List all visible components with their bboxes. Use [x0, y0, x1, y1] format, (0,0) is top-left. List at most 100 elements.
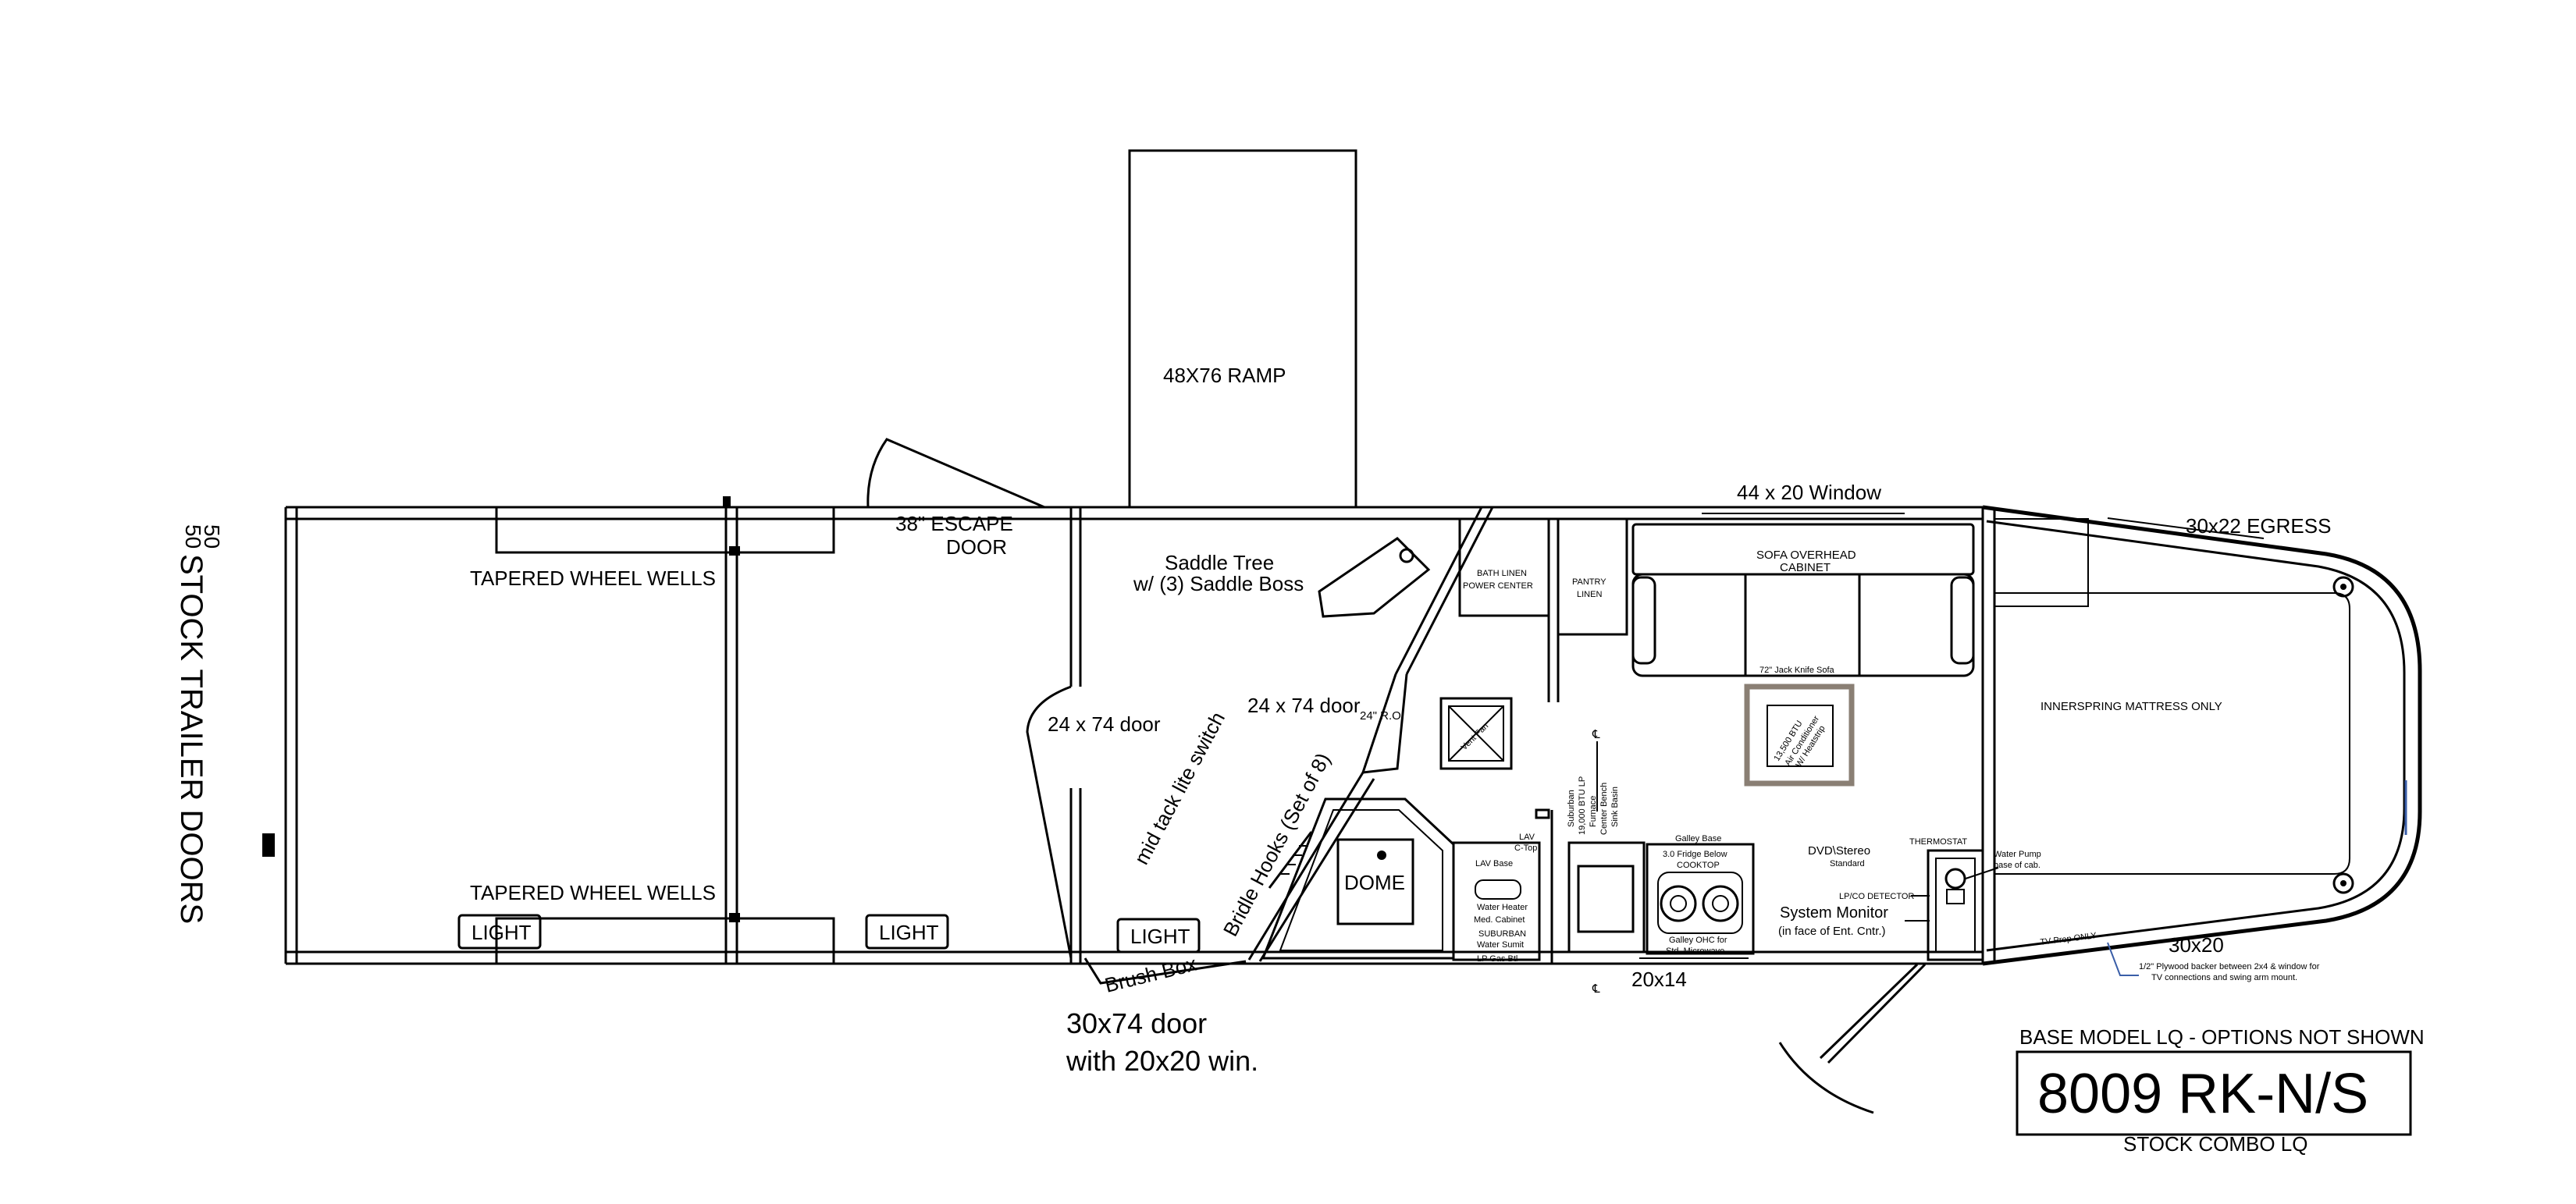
system-monitor-label: System Monitor	[1780, 904, 1888, 922]
sofa-label: 72" Jack Knife Sofa	[1759, 666, 1835, 675]
lav-ctop-label-2: C-Top	[1514, 844, 1537, 853]
escape-door-label-2: DOOR	[946, 535, 1007, 559]
bridle-hooks-label: Bridle Hooks (Set of 8)	[1219, 749, 1335, 940]
door-24x74-label-a: 24 x 74 door	[1048, 712, 1161, 736]
window-44x20-label: 44 x 20 Window	[1737, 481, 1881, 504]
light-fixture-1	[457, 914, 542, 950]
door-30x74-label-2: with 20x20 win.	[1066, 1045, 1258, 1077]
thermostat-label: THERMOSTAT	[1909, 837, 1967, 847]
escape-door-label-1: 38" ESCAPE	[895, 512, 1013, 535]
wheel-well-top	[495, 506, 835, 554]
egress-label: 30x22 EGRESS	[2186, 514, 2331, 538]
model-number-box	[2016, 1050, 2412, 1136]
ro-24-door	[1361, 673, 1408, 774]
tack-area: 24 x 74 door Saddle Tree w/ (3) Saddle B…	[1048, 506, 1494, 1077]
tv-prep-label: TV Prep ONLY	[2040, 931, 2097, 947]
mattress-label: INNERSPRING MATTRESS ONLY	[2041, 700, 2222, 713]
cooktop-burners-icon	[1657, 872, 1743, 934]
ramp: 48X76 RAMP	[1128, 149, 1357, 509]
furnace-label-2: 19,000 BTU LP	[1578, 776, 1587, 835]
rear-doors-split-b: 50	[181, 524, 205, 549]
entertainment-center	[1927, 849, 1984, 961]
rear-doors-split: 50	[200, 524, 224, 549]
model-number: 8009 RK-N/S	[2037, 1063, 2368, 1125]
bath-linen-label-2: POWER CENTER	[1463, 581, 1533, 591]
fridge-label: 3.0 Fridge Below	[1663, 850, 1727, 859]
plywood-note-2: TV connections and swing arm mount.	[2151, 973, 2297, 982]
dvd-stereo-label: DVD\Stereo	[1808, 844, 1870, 858]
entry-door	[1819, 963, 1919, 1060]
mattress	[1994, 592, 2350, 875]
lav-ctop-label-1: LAV	[1519, 833, 1535, 842]
galley-base-label: Galley Base	[1675, 834, 1721, 844]
bed-corner-post-top	[2332, 576, 2354, 598]
stock-combo-label: STOCK COMBO LQ	[2123, 1132, 2307, 1156]
plywood-note-1: 1/2" Plywood backer between 2x4 & window…	[2139, 962, 2320, 971]
saddle-tree-label-1: Saddle Tree	[1165, 551, 1274, 574]
vent-fan-icon: Vent Fan	[1439, 697, 1513, 770]
bathroom: DOME LAV Base Water Heater Med. Cabinet …	[1261, 797, 1553, 964]
dome-label: DOME	[1344, 871, 1405, 894]
dvd-stereo-sub-label: Standard	[1830, 859, 1865, 868]
tack-light-fixture	[1116, 918, 1201, 954]
sink-cabinet	[1567, 841, 1646, 954]
suburban-label-2: Water Sumit	[1477, 940, 1524, 950]
cooktop-label: COOKTOP	[1677, 861, 1720, 870]
air-conditioner-icon: 13,500 BTU Air Conditioner W/ Heatstrip	[1744, 684, 1855, 787]
galley-ohc-label-1: Galley OHC for	[1669, 936, 1727, 945]
bath-linen-cabinet	[1458, 517, 1550, 617]
galley-cabinet	[1646, 843, 1755, 955]
window-30x20-label: 30x20	[2169, 933, 2224, 957]
tack-light-label: LIGHT	[1130, 925, 1190, 948]
lav-base-label: LAV Base	[1475, 859, 1513, 868]
door-latch-icon	[262, 833, 275, 857]
living-area: BATH LINEN POWER CENTER PANTRY LINEN 44 …	[1439, 481, 2407, 1114]
saddle-tree-icon	[1318, 537, 1431, 618]
ro-24-label: 24" R.O.	[1360, 709, 1404, 723]
water-pump-icon	[1944, 867, 1999, 904]
med-cabinet-label: Med. Cabinet	[1474, 915, 1525, 925]
centerline-marker-bottom: ℄	[1592, 982, 1600, 996]
sink-label-1: Center Bench	[1599, 783, 1609, 835]
water-heater-label: Water Heater	[1477, 903, 1528, 912]
door-24x74-label-b: 24 x 74 door	[1247, 694, 1361, 717]
sink-label-2: Sink Basin	[1610, 787, 1620, 827]
lp-gas-label: LP Gas Btl	[1477, 954, 1517, 964]
rear-doors-label: STOCK TRAILER DOORS	[174, 554, 208, 924]
rear-doors: STOCK TRAILER DOORS 50 50	[174, 524, 275, 924]
door-24x74-swing-a	[1026, 685, 1073, 959]
light-2-label: LIGHT	[879, 921, 939, 944]
bath-linen-label-1: BATH LINEN	[1477, 569, 1527, 578]
wheel-wells-top-label: TAPERED WHEEL WELLS	[470, 566, 716, 590]
sofa-cabinet-label-1: SOFA OVERHEAD	[1756, 549, 1856, 562]
lp-detector-label: LP/CO DETECTOR	[1839, 892, 1914, 901]
brush-box-label: Brush Box	[1102, 952, 1199, 997]
stock-area: TAPERED WHEEL WELLS TAPERED WHEEL WELLS …	[457, 438, 1082, 965]
bed-corner-post-bottom	[2332, 872, 2354, 894]
escape-door-swing	[866, 438, 1045, 509]
entry-door-swing	[1778, 1042, 1874, 1114]
suburban-label-1: SUBURBAN	[1478, 929, 1526, 939]
ramp-label: 48X76 RAMP	[1163, 364, 1286, 387]
water-pump-label-1: Water Pump	[1994, 850, 2041, 859]
system-monitor-sub-label: (in face of Ent. Cntr.)	[1778, 925, 1886, 938]
window-20x14-label: 20x14	[1631, 968, 1687, 991]
pantry-cabinet	[1557, 517, 1628, 636]
pantry-label-2: LINEN	[1577, 590, 1602, 599]
lav-cabinet	[1452, 841, 1541, 961]
door-30x74-label-1: 30x74 door	[1066, 1007, 1207, 1039]
light-1-label: LIGHT	[471, 921, 532, 944]
base-model-note: BASE MODEL LQ - OPTIONS NOT SHOWN	[2019, 1025, 2425, 1049]
jack-knife-sofa	[1631, 573, 1975, 677]
water-pump-label-2: base of cab.	[1994, 861, 2041, 870]
saddle-tree-label-2: w/ (3) Saddle Boss	[1133, 572, 1304, 595]
vent-fan-label: Vent Fan	[1460, 721, 1491, 752]
galley-ohc-label-2: Std. Microwave	[1666, 947, 1724, 956]
wheel-well-bottom	[495, 917, 835, 965]
wheel-wells-bottom-label: TAPERED WHEEL WELLS	[470, 881, 716, 904]
sofa-cabinet-label-2: CABINET	[1780, 561, 1831, 574]
title-block: BASE MODEL LQ - OPTIONS NOT SHOWN 8009 R…	[2016, 1025, 2425, 1156]
light-fixture-2	[865, 914, 949, 950]
centerline-marker-top: ℄	[1592, 728, 1600, 741]
